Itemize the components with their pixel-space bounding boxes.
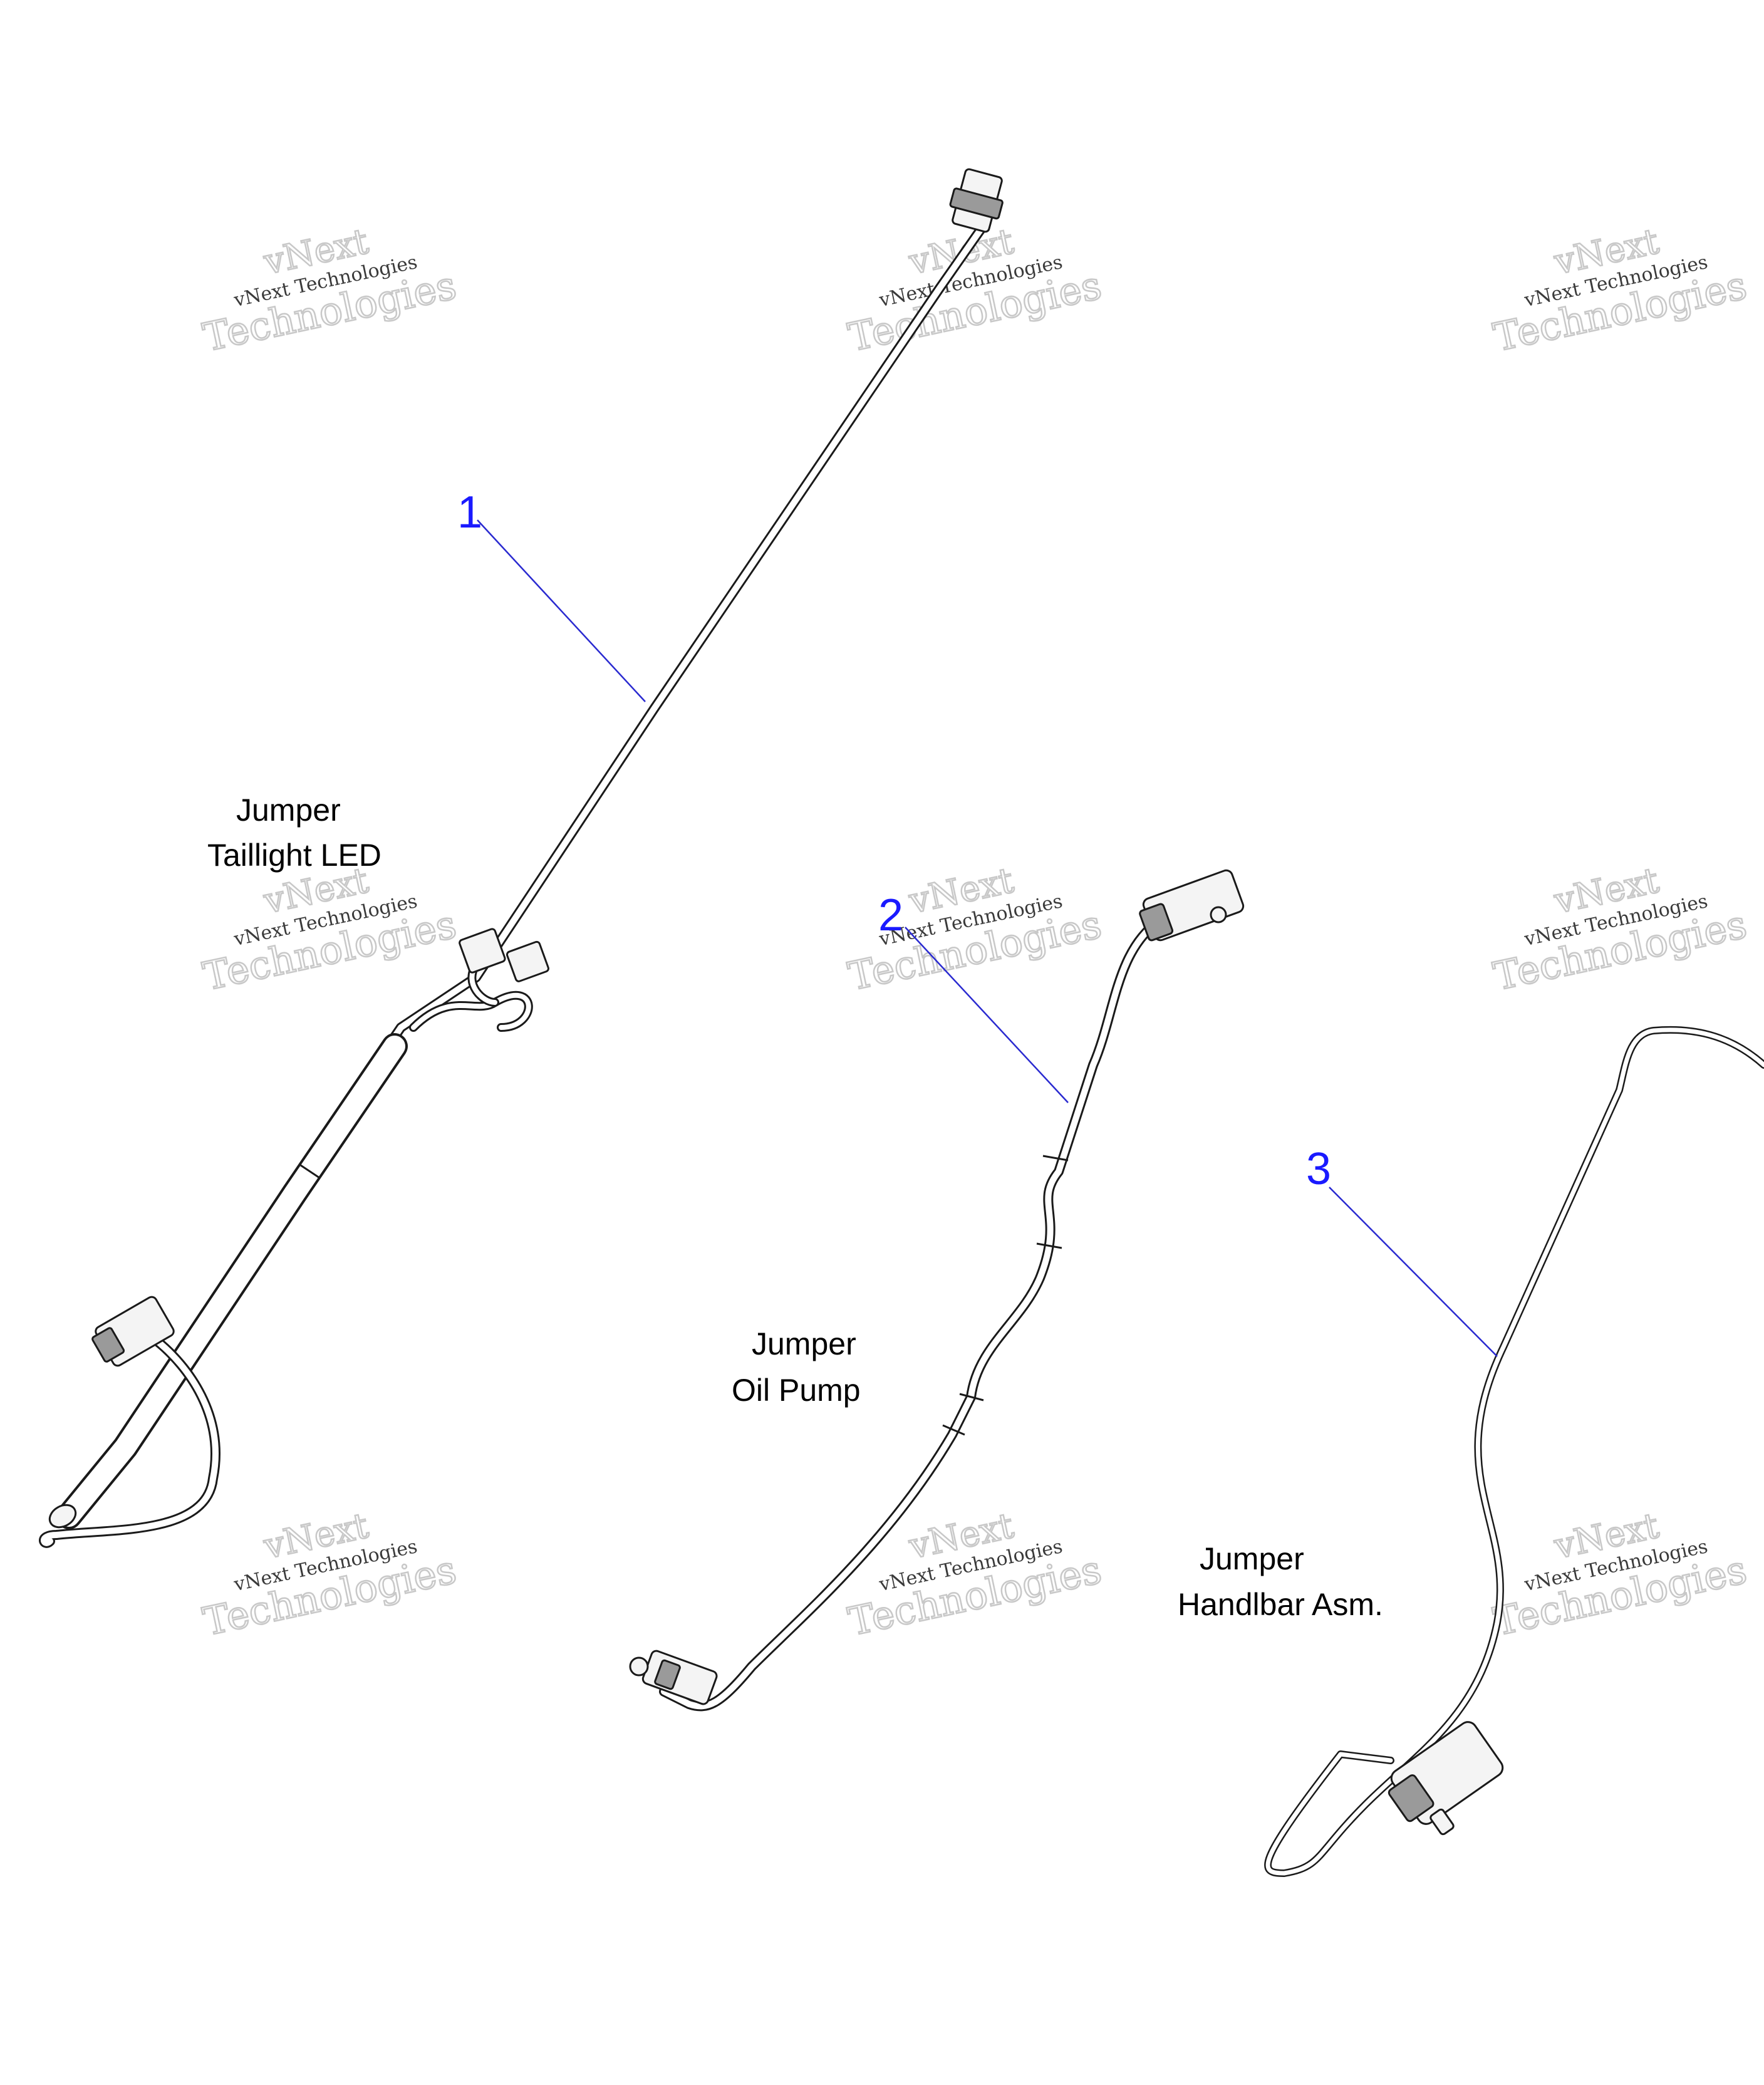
part-1-label-line1: Jumper	[236, 793, 341, 828]
part-2-label-line1: Jumper	[752, 1326, 856, 1361]
callout-1[interactable]: 1	[457, 487, 482, 538]
part-3-jumper-handlbar-asm[interactable]	[1264, 1026, 1764, 1877]
part-2-label-line2: Oil Pump	[732, 1373, 861, 1408]
part-2-jumper-oil-pump[interactable]	[629, 868, 1245, 1712]
leader-line-3	[1329, 1187, 1498, 1357]
part-1-label-line2: Taillight LED	[207, 838, 381, 873]
part-3-label-line2: Handlbar Asm.	[1178, 1587, 1383, 1622]
part-3-label-line1: Jumper	[1200, 1541, 1304, 1576]
callout-3[interactable]: 3	[1306, 1144, 1331, 1194]
part-1-jumper-taillight-led[interactable]	[39, 168, 1004, 1548]
leader-line-2	[905, 927, 1069, 1103]
callout-2[interactable]: 2	[878, 890, 903, 940]
leader-line-1	[477, 519, 646, 702]
leader-lines	[477, 519, 1498, 1357]
